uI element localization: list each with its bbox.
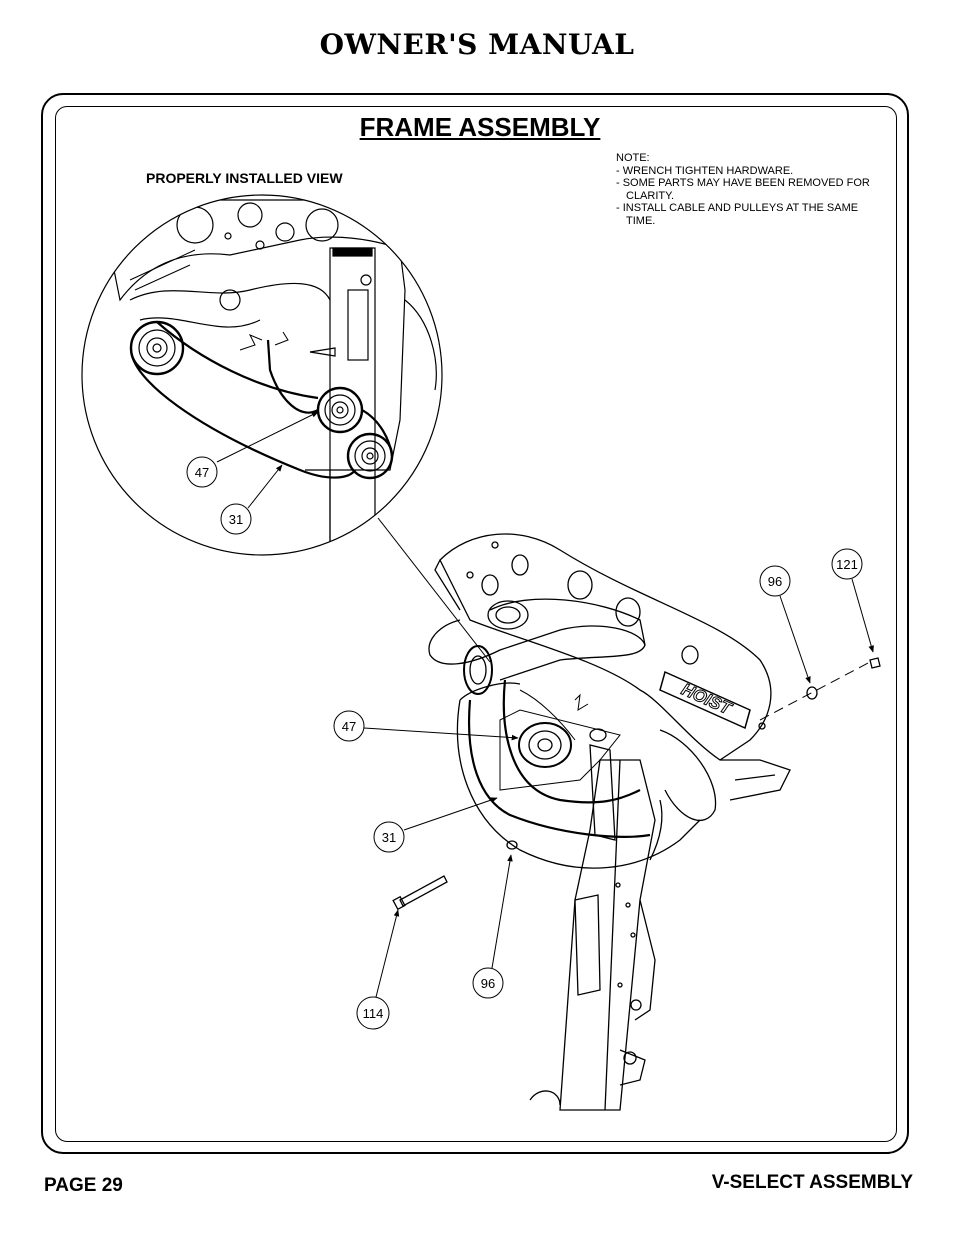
footer-section-name: V-SELECT ASSEMBLY: [711, 1172, 913, 1193]
nut-121: [869, 657, 881, 669]
page-number: PAGE 29: [44, 1175, 123, 1196]
outer-border: [41, 93, 909, 1154]
callout-114: 114: [363, 1006, 384, 1021]
main-callouts: 47 31 96 121 96 114: [333, 548, 874, 1030]
manual-title: OWNER'S MANUAL: [319, 28, 635, 61]
inset-callout-47: 47: [195, 465, 209, 480]
main-pulley: [518, 722, 572, 768]
washer-96-bottom: [506, 840, 518, 850]
section-title: FRAME ASSEMBLY: [359, 112, 601, 142]
inset-callout-31: 31: [229, 512, 243, 527]
note-item: - SOME PARTS MAY HAVE BEEN REMOVED FOR C…: [616, 177, 870, 202]
note-item: - INSTALL CABLE AND PULLEYS AT THE SAME …: [616, 202, 859, 227]
callout-96-bottom: 96: [481, 976, 495, 991]
inset-detail-view: 47 31: [81, 194, 443, 556]
hoist-logo: HOIST: [659, 670, 751, 730]
callout-31: 31: [382, 830, 396, 845]
callout-121: 121: [836, 557, 858, 572]
inset-view-label: PROPERLY INSTALLED VIEW: [146, 170, 343, 186]
bolt-114: [392, 875, 448, 911]
callout-47: 47: [342, 719, 356, 734]
washer-96-top: [806, 686, 818, 700]
assembly-note: NOTE: - WRENCH TIGHTEN HARDWARE. - SOME …: [616, 152, 876, 227]
callout-96-top: 96: [768, 574, 782, 589]
note-item: - WRENCH TIGHTEN HARDWARE.: [616, 164, 794, 177]
main-assembly-view: HOIST: [392, 533, 881, 1111]
inner-border: [55, 106, 897, 1142]
note-heading: NOTE:: [616, 152, 650, 164]
svg-text:HOIST: HOIST: [679, 680, 736, 719]
